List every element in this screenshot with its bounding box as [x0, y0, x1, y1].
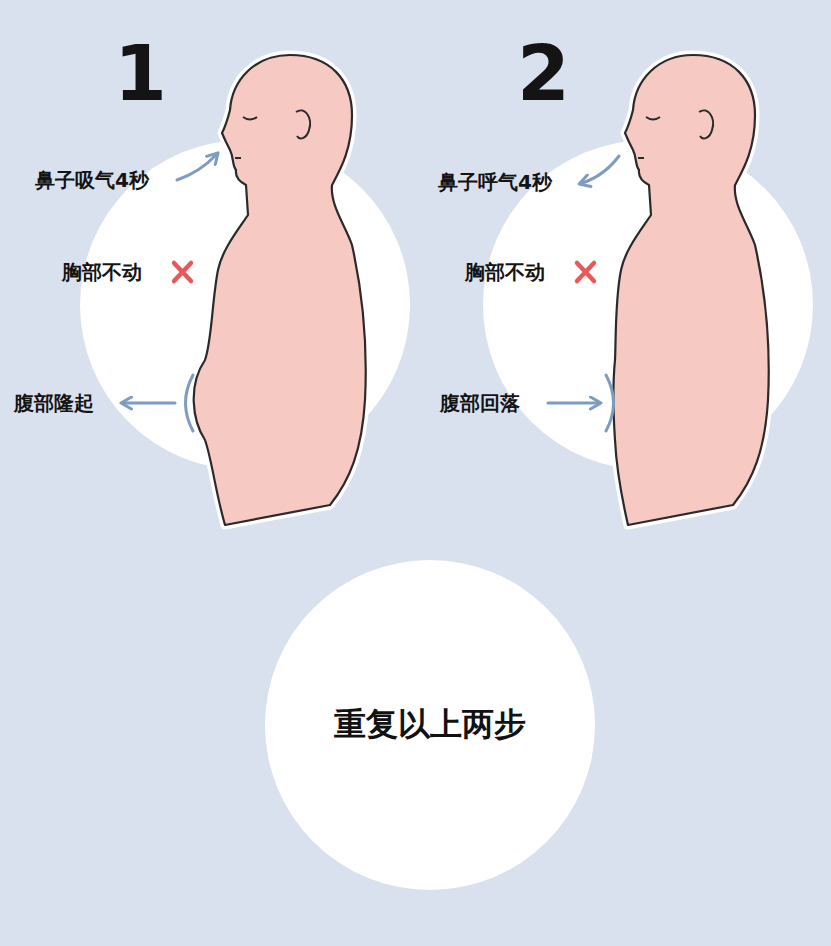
belly-out-arrow [124, 402, 175, 405]
belly-in-arrow [548, 402, 598, 405]
step-label: 鼻子呼气4秒 [438, 170, 552, 194]
bracket [186, 375, 194, 431]
cross-mark [174, 263, 191, 281]
person-figure [614, 55, 769, 525]
step-number: 2 [517, 28, 570, 119]
repeat-circle: 重复以上两步 [265, 560, 595, 890]
exhale-arrow [582, 156, 619, 183]
inhale-arrow [177, 155, 216, 180]
step-label: 腹部隆起 [14, 391, 94, 415]
instruction-text: 重复以上两步 [334, 703, 526, 747]
cross-mark [577, 263, 594, 281]
step-label: 腹部回落 [440, 391, 520, 415]
step-label: 胸部不动 [62, 260, 142, 284]
step-label: 胸部不动 [465, 260, 545, 284]
step-label: 鼻子吸气4秒 [35, 168, 149, 192]
step-number: 1 [114, 28, 167, 119]
bracket [606, 375, 614, 431]
person-figure [194, 55, 366, 525]
